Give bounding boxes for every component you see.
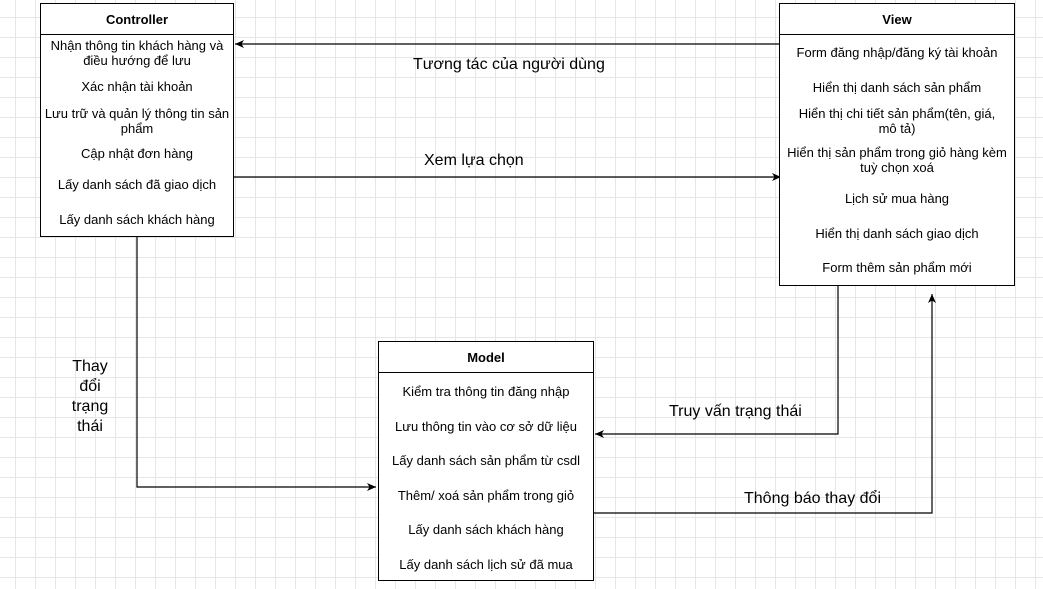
view-box[interactable]: View Form đăng nhập/đăng ký tài khoản Hi… bbox=[779, 3, 1015, 286]
view-item: Form thêm sản phẩm mới bbox=[822, 260, 972, 275]
controller-title: Controller bbox=[41, 4, 233, 35]
model-item: Lấy danh sách sản phẩm từ csdl bbox=[392, 453, 580, 468]
controller-item: Lấy danh sách khách hàng bbox=[59, 212, 215, 227]
arrow-controller-to-model bbox=[136, 237, 376, 491]
view-item: Hiển thị sản phẩm trong giỏ hàng kèm tuỳ… bbox=[787, 145, 1007, 175]
controller-box[interactable]: Controller Nhận thông tin khách hàng và … bbox=[40, 3, 234, 237]
controller-item: Xác nhận tài khoản bbox=[81, 79, 193, 94]
arrow-view-to-model bbox=[595, 286, 839, 438]
view-item: Hiển thị danh sách sản phẩm bbox=[812, 80, 982, 95]
model-box[interactable]: Model Kiểm tra thông tin đăng nhập Lưu t… bbox=[378, 341, 594, 581]
controller-item: Cập nhật đơn hàng bbox=[81, 146, 193, 161]
edge-label-notify-change: Thông báo thay đổi bbox=[744, 490, 881, 507]
model-item: Kiểm tra thông tin đăng nhập bbox=[402, 384, 570, 399]
edge-label-view-selection: Xem lựa chọn bbox=[424, 152, 524, 169]
view-item: Hiển thị chi tiết sản phẩm(tên, giá, mô … bbox=[798, 106, 996, 136]
model-item: Thêm/ xoá sản phẩm trong giỏ bbox=[397, 488, 575, 503]
view-title: View bbox=[780, 4, 1014, 35]
view-item: Form đăng nhập/đăng ký tài khoản bbox=[796, 45, 998, 60]
model-item: Lưu thông tin vào cơ sở dữ liệu bbox=[395, 419, 577, 434]
edge-label-user-interaction: Tương tác của người dùng bbox=[413, 56, 605, 73]
controller-item: Nhận thông tin khách hàng và điều hướng … bbox=[50, 38, 224, 68]
model-item: Lấy danh sách lịch sử đã mua bbox=[399, 557, 573, 572]
model-item: Lấy danh sách khách hàng bbox=[408, 522, 564, 537]
model-title: Model bbox=[379, 342, 593, 373]
arrow-model-to-view bbox=[594, 294, 936, 514]
edge-label-change-state: Thay đổi trạng thái bbox=[71, 358, 109, 435]
view-item: Hiển thị danh sách giao dịch bbox=[815, 226, 979, 241]
controller-item: Lưu trữ và quản lý thông tin sản phẩm bbox=[44, 106, 230, 136]
controller-item: Lấy danh sách đã giao dịch bbox=[57, 177, 217, 192]
view-item: Lịch sử mua hàng bbox=[844, 191, 950, 206]
edge-label-query-state: Truy vấn trạng thái bbox=[669, 403, 802, 420]
